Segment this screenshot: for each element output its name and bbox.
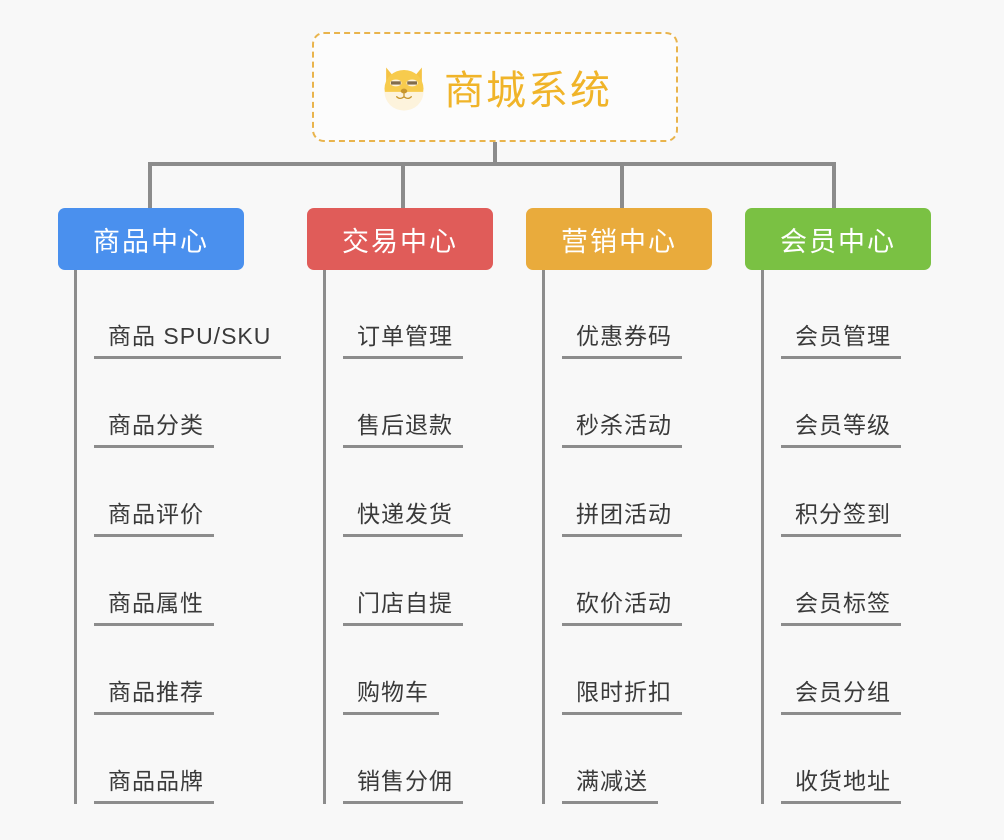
branch-items-1: 商品 SPU/SKU 商品分类 商品评价 商品属性 商品推荐 商品品牌 [74, 270, 282, 804]
branch-header-label-1: 商品中心 [93, 226, 209, 257]
branch-items-2: 订单管理 售后退款 快递发货 门店自提 购物车 销售分佣 [323, 270, 493, 804]
connector-horizontal-bus [148, 162, 836, 166]
root-node[interactable]: 商城系统 [312, 32, 678, 142]
item-label: 秒杀活动 [562, 406, 682, 448]
connector-drop-2 [401, 162, 405, 208]
item-label: 售后退款 [343, 406, 463, 448]
branch-会员中心: 会员中心 会员管理 会员等级 积分签到 会员标签 会员分组 收货地址 [745, 208, 931, 804]
item-label: 限时折扣 [562, 673, 682, 715]
branch-spine-1 [74, 270, 77, 804]
list-item[interactable]: 购物车 [323, 626, 493, 715]
branch-body-4: 会员管理 会员等级 积分签到 会员标签 会员分组 收货地址 [761, 270, 931, 804]
list-item[interactable]: 会员标签 [761, 537, 931, 626]
connector-drop-4 [832, 162, 836, 208]
list-item[interactable]: 会员管理 [761, 270, 931, 359]
branch-header-2[interactable]: 交易中心 [307, 208, 493, 270]
list-item[interactable]: 商品推荐 [74, 626, 244, 715]
item-label: 购物车 [343, 673, 439, 715]
list-item[interactable]: 商品品牌 [74, 715, 244, 804]
root-title: 商城系统 [444, 69, 612, 113]
item-label: 快递发货 [343, 495, 463, 537]
dog-face-icon [378, 61, 430, 113]
list-item[interactable]: 销售分佣 [323, 715, 493, 804]
list-item[interactable]: 满减送 [542, 715, 712, 804]
branch-header-4[interactable]: 会员中心 [745, 208, 931, 270]
item-label: 积分签到 [781, 495, 901, 537]
branch-body-2: 订单管理 售后退款 快递发货 门店自提 购物车 销售分佣 [323, 270, 493, 804]
list-item[interactable]: 门店自提 [323, 537, 493, 626]
list-item[interactable]: 优惠券码 [542, 270, 712, 359]
item-label: 订单管理 [343, 317, 463, 359]
item-label: 商品分类 [94, 406, 214, 448]
connector-drop-1 [148, 162, 152, 208]
branch-header-3[interactable]: 营销中心 [526, 208, 712, 270]
connector-root-stem [493, 142, 497, 164]
item-label: 门店自提 [343, 584, 463, 626]
item-label: 砍价活动 [562, 584, 682, 626]
list-item[interactable]: 会员分组 [761, 626, 931, 715]
branch-body-1: 商品 SPU/SKU 商品分类 商品评价 商品属性 商品推荐 商品品牌 [74, 270, 282, 804]
branch-header-1[interactable]: 商品中心 [58, 208, 244, 270]
connector-drop-3 [620, 162, 624, 208]
list-item[interactable]: 快递发货 [323, 448, 493, 537]
item-label: 销售分佣 [343, 762, 463, 804]
branch-items-4: 会员管理 会员等级 积分签到 会员标签 会员分组 收货地址 [761, 270, 931, 804]
list-item[interactable]: 订单管理 [323, 270, 493, 359]
item-label: 商品属性 [94, 584, 214, 626]
item-label: 拼团活动 [562, 495, 682, 537]
list-item[interactable]: 秒杀活动 [542, 359, 712, 448]
branch-header-label-3: 营销中心 [561, 226, 677, 257]
list-item[interactable]: 收货地址 [761, 715, 931, 804]
item-label: 会员管理 [781, 317, 901, 359]
item-label: 商品推荐 [94, 673, 214, 715]
branch-body-3: 优惠券码 秒杀活动 拼团活动 砍价活动 限时折扣 满减送 [542, 270, 712, 804]
list-item[interactable]: 商品分类 [74, 359, 244, 448]
item-label: 收货地址 [781, 762, 901, 804]
branch-spine-4 [761, 270, 764, 804]
item-label: 商品 SPU/SKU [94, 317, 282, 359]
list-item[interactable]: 售后退款 [323, 359, 493, 448]
list-item[interactable]: 积分签到 [761, 448, 931, 537]
list-item[interactable]: 砍价活动 [542, 537, 712, 626]
list-item[interactable]: 商品 SPU/SKU [74, 270, 282, 359]
branch-header-label-4: 会员中心 [780, 226, 896, 257]
list-item[interactable]: 商品属性 [74, 537, 244, 626]
item-label: 商品品牌 [94, 762, 214, 804]
list-item[interactable]: 会员等级 [761, 359, 931, 448]
list-item[interactable]: 限时折扣 [542, 626, 712, 715]
branch-spine-3 [542, 270, 545, 804]
item-label: 优惠券码 [562, 317, 682, 359]
branch-商品中心: 商品中心 商品 SPU/SKU 商品分类 商品评价 商品属性 商品推荐 商品品牌 [58, 208, 282, 804]
list-item[interactable]: 商品评价 [74, 448, 244, 537]
branch-items-3: 优惠券码 秒杀活动 拼团活动 砍价活动 限时折扣 满减送 [542, 270, 712, 804]
item-label: 商品评价 [94, 495, 214, 537]
item-label: 会员分组 [781, 673, 901, 715]
branch-header-label-2: 交易中心 [342, 226, 458, 257]
branch-交易中心: 交易中心 订单管理 售后退款 快递发货 门店自提 购物车 销售分佣 [307, 208, 493, 804]
branch-营销中心: 营销中心 优惠券码 秒杀活动 拼团活动 砍价活动 限时折扣 满减送 [526, 208, 712, 804]
item-label: 会员标签 [781, 584, 901, 626]
branch-spine-2 [323, 270, 326, 804]
list-item[interactable]: 拼团活动 [542, 448, 712, 537]
item-label: 满减送 [562, 762, 658, 804]
item-label: 会员等级 [781, 406, 901, 448]
